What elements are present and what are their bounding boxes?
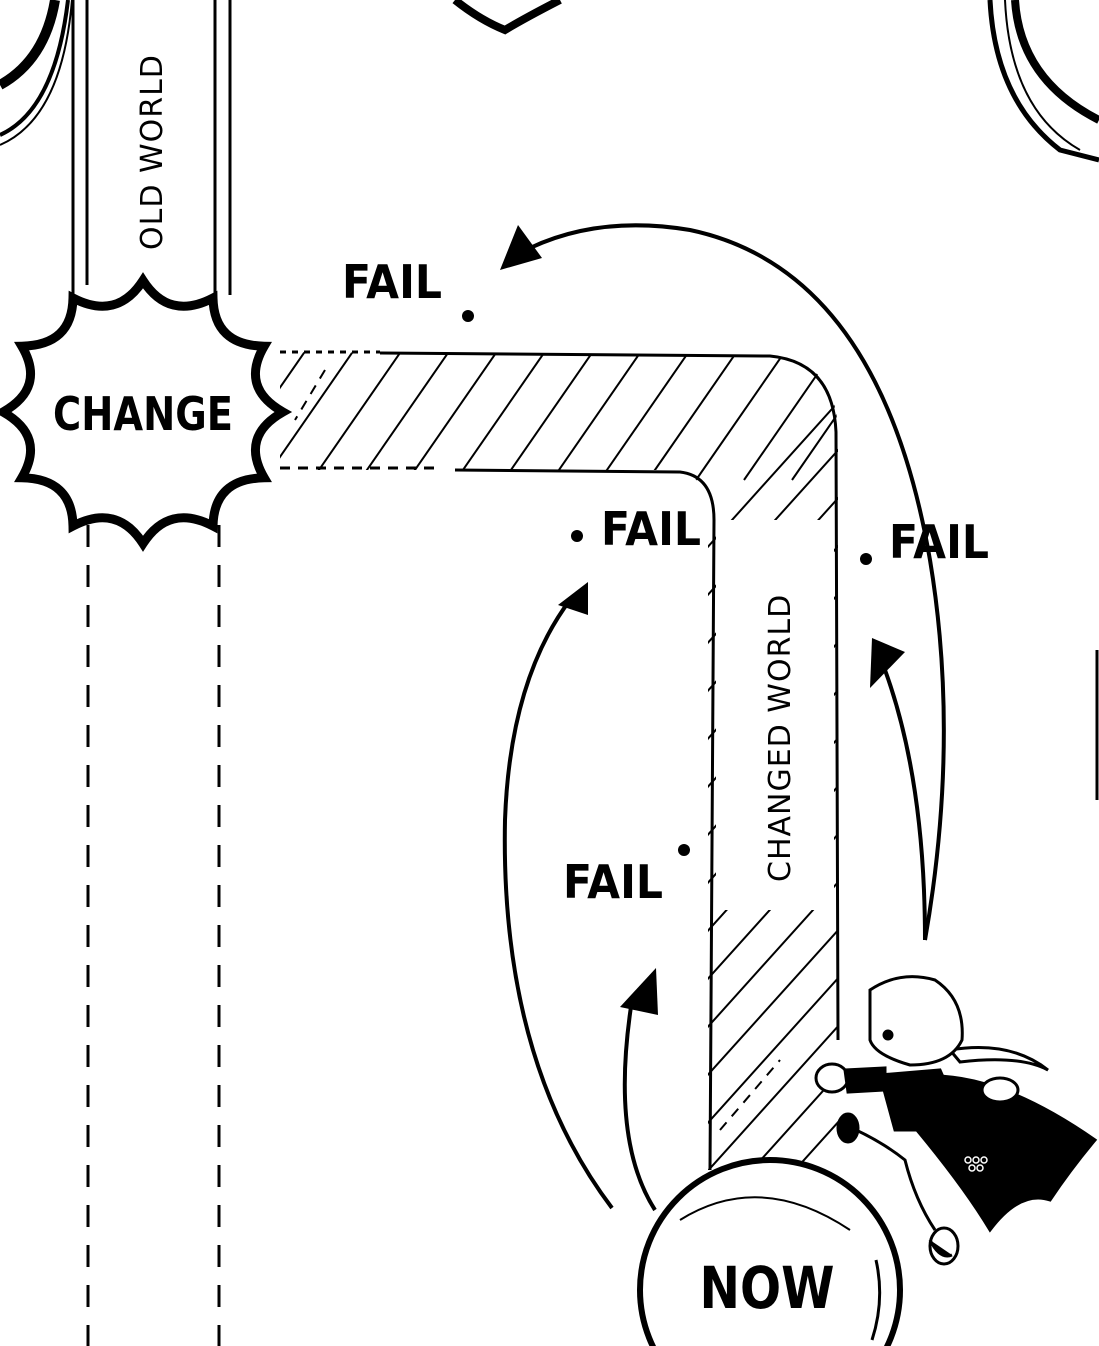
fail-dot (860, 553, 872, 565)
top-center-ornament-icon (452, 0, 562, 35)
fail-label: FAIL (889, 515, 989, 569)
hatch-line (936, 350, 1026, 480)
changed-world-label: CHANGED WORLD (763, 594, 798, 882)
arrow-left-tall-arc (502, 598, 614, 1210)
change-node[interactable]: CHANGE (0, 272, 293, 552)
hatch-line (280, 352, 307, 481)
hatch-line (695, 352, 787, 481)
hatch-line (888, 350, 978, 480)
arrowhead-icon (870, 638, 905, 688)
arrowhead-icon (620, 968, 658, 1015)
hatch-line (407, 352, 499, 481)
top-left-ornament-icon (0, 0, 73, 146)
hatch-line (503, 352, 595, 481)
hatch-line (647, 352, 739, 481)
fail-marker-inner-top: FAIL (571, 502, 701, 556)
fail-marker-top: FAIL (342, 255, 474, 322)
hatch-line (455, 352, 547, 481)
fail-dot (678, 844, 690, 856)
top-right-ornament-icon (987, 0, 1099, 163)
hatch-line (311, 352, 403, 481)
fail-dot (571, 530, 583, 542)
fail-label: FAIL (342, 255, 442, 309)
hatch-line (984, 350, 1074, 480)
caped-runner-character-icon (814, 975, 1098, 1266)
hatch-line (1080, 350, 1099, 480)
fail-label: FAIL (563, 855, 663, 909)
hatch-line (280, 352, 355, 481)
hatch-line (704, 1119, 838, 1170)
fail-marker-lower: FAIL (563, 844, 690, 909)
arrowhead-icon (500, 225, 542, 270)
hatch-line (743, 352, 835, 481)
arrowhead-icon (558, 582, 588, 615)
hatch-line (551, 352, 643, 481)
arrow-outer-arc (529, 223, 946, 941)
old-world-label: OLD WORLD (135, 54, 170, 250)
old-world-dashed-continuation (86, 525, 221, 1346)
now-node-label: NOW (700, 1254, 835, 1322)
fail-marker-right: FAIL (860, 515, 989, 569)
fail-label: FAIL (601, 502, 701, 556)
hatch-line (704, 1071, 838, 1170)
change-node-label: CHANGE (53, 387, 233, 441)
arrow-left-short-arc (622, 999, 657, 1212)
arrowheads (500, 225, 905, 1015)
arrow-right-arc (883, 669, 927, 941)
hatch-line (359, 352, 451, 481)
attempt-arrows (502, 223, 946, 1212)
hatch-line (704, 975, 838, 1127)
hatch-line (1032, 350, 1099, 480)
hatch-line (840, 350, 930, 480)
hatch-line (599, 352, 691, 481)
now-node[interactable]: NOW (637, 1157, 903, 1346)
hatch-line (704, 927, 838, 1079)
old-world-track (71, 0, 232, 295)
fail-dot (462, 310, 474, 322)
hatch-line (704, 1023, 838, 1170)
